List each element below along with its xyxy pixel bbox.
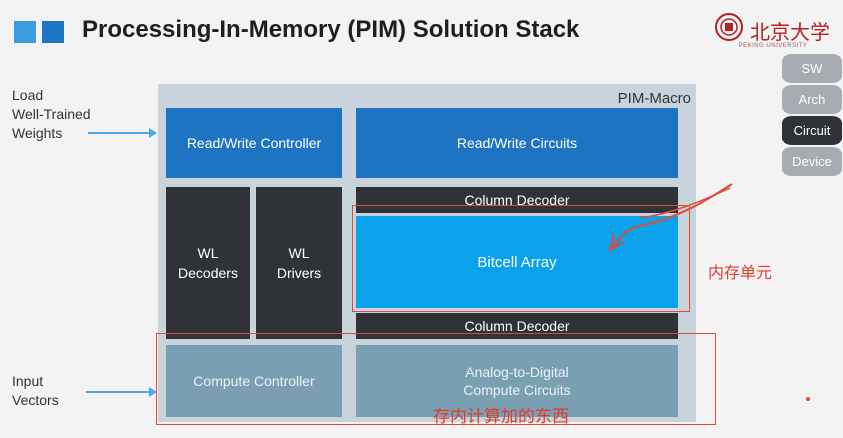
stack-item-circuit: Circuit xyxy=(782,116,842,145)
seal-icon xyxy=(715,13,743,41)
bitcell-array-label: Bitcell Array xyxy=(477,253,557,271)
rw-controller-block: Read/Write Controller xyxy=(166,108,342,178)
memory-cell-annotation: 内存单元 xyxy=(708,265,773,282)
column-decoder-top-label: Column Decoder xyxy=(464,192,570,208)
rw-controller-label: Read/Write Controller xyxy=(186,135,322,151)
rw-circuits-block: Read/Write Circuits xyxy=(356,108,678,178)
university-logo: 北京大学 PEKING UNIVERSITY xyxy=(712,10,834,52)
stack-item-sw: SW xyxy=(782,54,842,83)
pim-macro-label: PIM-Macro xyxy=(617,90,691,107)
bitcell-array-block: Bitcell Array xyxy=(356,216,678,308)
red-dot-mark xyxy=(806,397,810,401)
column-decoder-top-block: Column Decoder xyxy=(356,187,678,213)
wl-drivers-block: WL Drivers xyxy=(256,187,342,339)
compute-controller-block: Compute Controller xyxy=(166,345,342,417)
column-decoder-bottom-label: Column Decoder xyxy=(464,318,570,334)
logo-subtext: PEKING UNIVERSITY xyxy=(738,43,808,49)
input-vectors-arrow-line xyxy=(86,391,150,393)
compute-highlight-box xyxy=(156,333,716,425)
rw-circuits-label: Read/Write Circuits xyxy=(456,135,578,151)
compute-in-memory-annotation: 存内计算加的东西 xyxy=(433,407,569,426)
load-weights-arrow-line xyxy=(88,132,150,134)
load-weights-label: Load Well-Trained Weights xyxy=(12,87,91,141)
memory-cell-highlight-box xyxy=(352,205,690,312)
wl-drivers-label: WL Drivers xyxy=(276,245,322,281)
annotation-arrow-icon xyxy=(608,183,733,253)
adc-label: Analog-to-Digital Compute Circuits xyxy=(463,364,571,398)
stack-item-arch: Arch xyxy=(782,85,842,114)
logo-text: 北京大学 xyxy=(750,20,830,44)
input-vectors-arrow-icon xyxy=(149,387,157,397)
wl-decoders-block: WL Decoders xyxy=(166,187,250,339)
title-square-light xyxy=(14,21,36,43)
load-weights-arrow-icon xyxy=(149,128,157,138)
wl-decoders-label: WL Decoders xyxy=(178,245,238,281)
slide-title: Processing-In-Memory (PIM) Solution Stac… xyxy=(82,16,580,43)
column-decoder-bottom-block: Column Decoder xyxy=(356,313,678,339)
title-square-dark xyxy=(42,21,64,43)
input-vectors-label: Input Vectors xyxy=(12,373,59,408)
stack-item-device: Device xyxy=(782,147,842,176)
compute-controller-label: Compute Controller xyxy=(193,373,315,389)
adc-block: Analog-to-Digital Compute Circuits xyxy=(356,345,678,417)
